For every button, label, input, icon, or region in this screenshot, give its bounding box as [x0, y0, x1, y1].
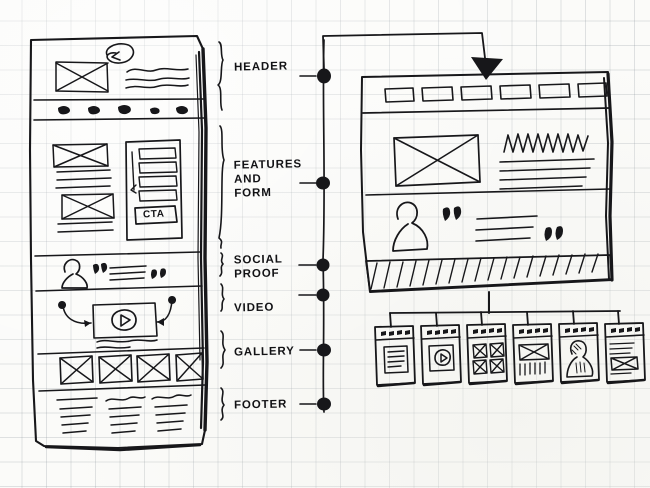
- video-play-icon: [428, 344, 455, 372]
- arrowhead-icon: [471, 57, 503, 80]
- form-field[interactable]: [138, 175, 178, 188]
- page-card[interactable]: [466, 323, 508, 386]
- nav-tab[interactable]: [460, 85, 493, 101]
- footer-column: [56, 397, 98, 434]
- flow-arrow: [322, 32, 503, 80]
- hero-image-placeholder: [393, 134, 481, 187]
- hero-text-lines: [499, 158, 595, 190]
- timeline-dot[interactable]: [316, 258, 330, 272]
- nav-item[interactable]: [88, 106, 100, 115]
- logo-scribble-icon: [105, 43, 135, 64]
- page-card[interactable]: [604, 322, 646, 385]
- footer-column: [105, 396, 146, 434]
- form-field[interactable]: [138, 161, 178, 174]
- hero-zigzag-heading: [503, 133, 589, 153]
- video-right-arrow: [156, 296, 177, 326]
- timeline-dot[interactable]: [317, 343, 331, 357]
- gallery-thumb[interactable]: [136, 353, 171, 383]
- timeline-dot[interactable]: [317, 68, 331, 84]
- cta-button-label: CTA: [142, 208, 165, 221]
- page-card[interactable]: [558, 322, 600, 385]
- desktop-footer-hatched: [365, 253, 613, 292]
- desktop-nav-bar[interactable]: [362, 82, 611, 114]
- nav-item[interactable]: [58, 106, 70, 115]
- feature-image-placeholder-2: [61, 193, 115, 220]
- text-list-icon: [383, 345, 409, 374]
- mobile-features-form-section[interactable]: [52, 139, 183, 241]
- mobile-social-proof-section[interactable]: [34, 251, 203, 292]
- section-label-header: HEADER: [233, 60, 289, 74]
- section-label-footer: FOOTER: [233, 398, 288, 412]
- feature-image-placeholder: [52, 143, 109, 168]
- cta-button[interactable]: [134, 205, 178, 225]
- timeline-dot[interactable]: [316, 176, 330, 190]
- nav-item[interactable]: [118, 105, 131, 115]
- desktop-hero: [393, 133, 595, 190]
- section-label-features: FEATURES AND FORM: [233, 158, 303, 200]
- gallery-thumb[interactable]: [98, 354, 133, 384]
- section-label-video: VIDEO: [233, 301, 275, 315]
- timeline-dot[interactable]: [317, 397, 331, 411]
- header-image-placeholder: [55, 61, 109, 93]
- avatar-person-icon: [566, 340, 594, 378]
- mobile-footer-section[interactable]: [56, 394, 192, 434]
- gallery-thumb[interactable]: [59, 355, 94, 385]
- nav-tab[interactable]: [499, 84, 532, 100]
- desktop-testimonial: [365, 188, 611, 252]
- section-label-social: SOCIAL PROOF: [233, 253, 283, 281]
- nav-tab[interactable]: [384, 87, 415, 103]
- image-text-icon: [518, 343, 550, 376]
- signup-form-panel[interactable]: [125, 139, 183, 241]
- timeline-spine: [298, 39, 331, 413]
- timeline-dot[interactable]: [316, 288, 330, 302]
- article-image-icon: [609, 342, 639, 375]
- video-left-arrow: [58, 301, 92, 327]
- avatar-icon: [61, 258, 88, 289]
- page-card[interactable]: [374, 325, 416, 388]
- avatar-icon: [392, 201, 429, 252]
- form-field[interactable]: [138, 147, 177, 160]
- page-card[interactable]: [420, 324, 462, 387]
- nav-item[interactable]: [176, 106, 188, 115]
- mobile-gallery-section[interactable]: [38, 352, 206, 392]
- gallery-thumb[interactable]: [175, 352, 204, 382]
- form-field[interactable]: [138, 189, 178, 202]
- nav-tab[interactable]: [538, 83, 571, 99]
- mobile-video-section[interactable]: [37, 296, 205, 355]
- feature-text-lines: [55, 169, 112, 189]
- open-quote-icon: [93, 262, 108, 274]
- annotation-braces: [217, 41, 226, 421]
- testimonial-lines: [109, 265, 147, 281]
- nav-tab[interactable]: [421, 86, 454, 102]
- desktop-frame[interactable]: [360, 71, 614, 293]
- feature-text-lines-2: [57, 221, 114, 233]
- video-caption-lines: [96, 339, 158, 349]
- mobile-frame[interactable]: [28, 34, 209, 452]
- close-quote-icon: [544, 226, 563, 241]
- testimonial-lines: [475, 215, 538, 242]
- open-quote-icon: [442, 206, 462, 221]
- footer-column: [151, 394, 192, 432]
- nav-tab[interactable]: [577, 82, 608, 98]
- mobile-header-section[interactable]: [33, 43, 205, 121]
- header-nav-bar[interactable]: [33, 98, 205, 121]
- nav-item[interactable]: [150, 107, 160, 115]
- close-quote-icon: [151, 268, 166, 279]
- sitemap-connector-tree: [389, 291, 621, 328]
- section-label-gallery: GALLERY: [233, 345, 295, 359]
- play-button-icon[interactable]: [111, 309, 137, 331]
- video-frame[interactable]: [92, 302, 158, 339]
- page-card[interactable]: [512, 323, 554, 386]
- header-text-lines: [125, 67, 190, 89]
- gallery-grid-icon: [472, 342, 505, 375]
